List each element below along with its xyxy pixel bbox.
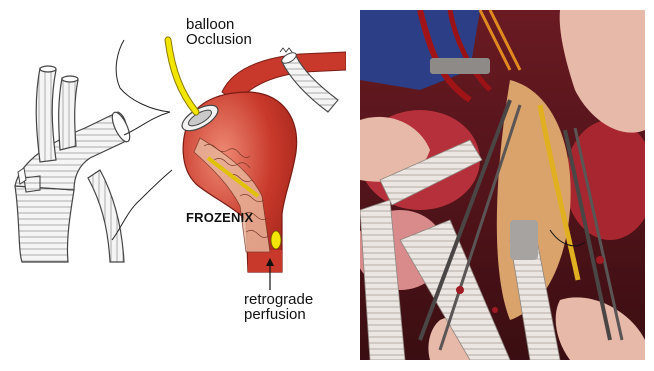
intraoperative-photo [360, 10, 645, 360]
frozenix-label: FROZENIX [186, 210, 253, 225]
retrograde-label-line2: perfusion [244, 307, 313, 322]
metal-clamp [430, 58, 490, 74]
balloon-occlusion-label: balloon Occlusion [186, 17, 252, 47]
surgical-illustration: balloon Occlusion FROZENIX retrograde pe… [0, 0, 346, 366]
retrograde-perfusion-label: retrograde perfusion [244, 292, 313, 322]
retrograde-label-line1: retrograde [244, 292, 313, 307]
white-vascular-graft [15, 66, 133, 262]
balloon-label-line1: balloon [186, 17, 252, 32]
balloon-occlusion-catheter [168, 40, 196, 112]
balloon-label-line2: Occlusion [186, 32, 252, 47]
surgical-field-image [360, 10, 645, 360]
